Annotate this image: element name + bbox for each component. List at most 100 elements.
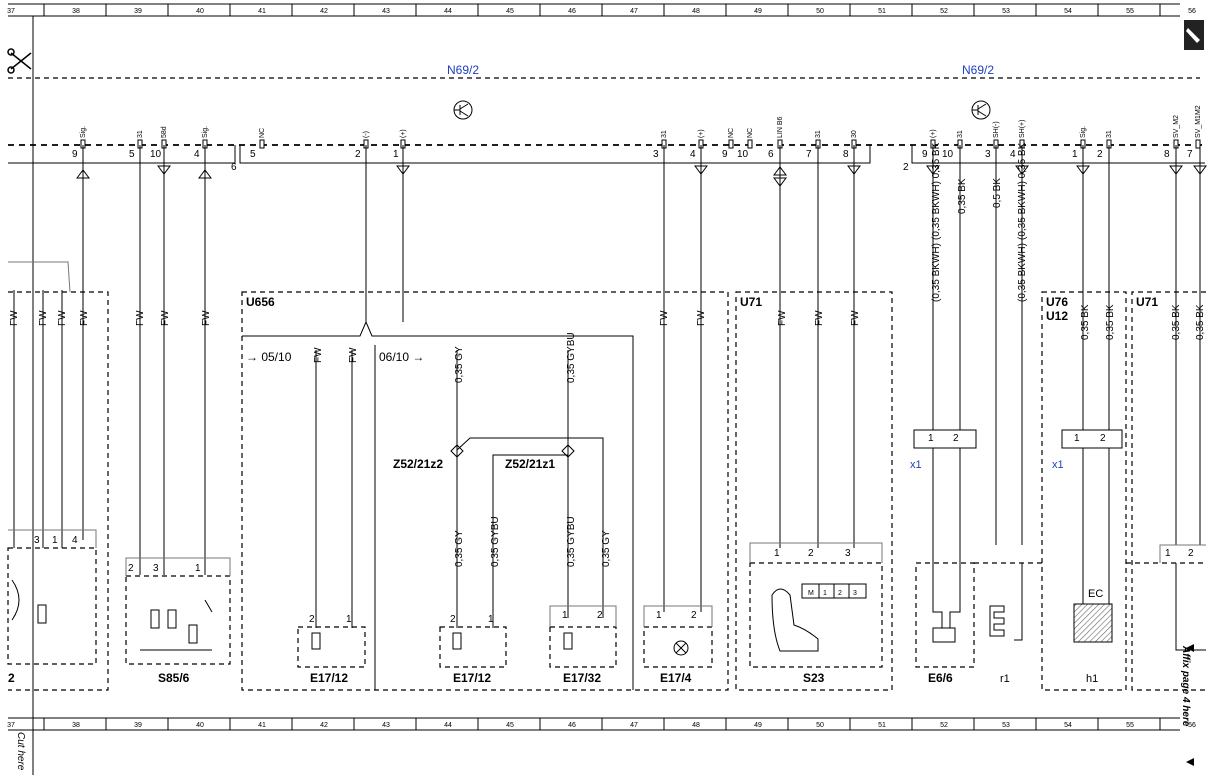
wire-color-label: FW [777, 310, 788, 326]
splice-label: Z52/21z2 [393, 457, 443, 471]
header-pin-number: 4 [194, 149, 200, 160]
signal-label: 30 [851, 130, 858, 138]
wire-color-label: FW [659, 310, 670, 326]
signal-label: Sig. [80, 126, 87, 138]
grid-number: 43 [382, 722, 390, 729]
wire-color-label: 0,35 BK [1105, 304, 1116, 340]
grid-number: 43 [382, 8, 390, 15]
transistor-icon [453, 100, 473, 120]
grid-number: 52 [940, 722, 948, 729]
signal-label: 31 [815, 130, 822, 138]
wire-color-label: 0,35 GY [601, 530, 612, 567]
signal-label: LIN B6 [777, 116, 784, 138]
signal-label: NC [747, 128, 754, 138]
signal-label: 31 [137, 130, 144, 138]
signal-label: (+) [930, 129, 937, 138]
wire-color-label: FW [696, 310, 707, 326]
wire-color-label: FW [9, 310, 20, 326]
header-pin-number: 2 [1097, 149, 1103, 160]
component-pin-number: 4 [72, 535, 78, 546]
connectors [913, 429, 1123, 604]
header-pin-number: 9 [72, 149, 78, 160]
signal-label: 58d [161, 126, 168, 138]
grid-number: 45 [506, 8, 514, 15]
component-pin-number: 2 [953, 433, 959, 444]
header-pin-number: 3 [653, 149, 659, 160]
header-pin-number: 1 [1072, 149, 1078, 160]
signal-label: SV_M2 [1173, 115, 1180, 138]
transistor-icon [971, 100, 991, 120]
component-pin-number: 1 [488, 614, 494, 625]
grid-number: 42 [320, 722, 328, 729]
component-pin-number: 2 [128, 563, 134, 574]
grid-number: 54 [1064, 8, 1072, 15]
terminal-stub [259, 139, 265, 149]
u656-wiring [315, 350, 604, 628]
marker-icon [1184, 20, 1204, 50]
grid-number: 53 [1002, 722, 1010, 729]
wire-color-label: (0,35 BKWH) [1017, 243, 1028, 302]
grid-number: 41 [258, 8, 266, 15]
grid-number: 53 [1002, 8, 1010, 15]
component-label-h1: h1 [1086, 673, 1098, 685]
signal-label: 31 [1106, 130, 1113, 138]
wire-color-label: FW [160, 310, 171, 326]
component-pin-number: 1 [774, 548, 780, 559]
component-pin-number: 2 [691, 610, 697, 621]
seat-switch-key: 3 [853, 590, 857, 597]
wire-color-label: 0,5 BK [992, 178, 1003, 208]
grid-number: 44 [444, 8, 452, 15]
wire-color-label: 0,35 BK [957, 178, 968, 214]
grid-number: 37 [7, 722, 15, 729]
wire-color-label: 0,35 GYBU [566, 516, 577, 567]
control-unit-label: N69/2 [962, 63, 994, 77]
grid-number: 38 [72, 8, 80, 15]
direction-arrow-icons [76, 165, 1207, 187]
component-pin-number: 1 [1165, 548, 1171, 559]
wire-color-label: 0,35 GYBU [490, 516, 501, 567]
wire-color-label: FW [135, 310, 146, 326]
component-pin-number: 1 [1074, 433, 1080, 444]
wire-color-label: FW [79, 310, 90, 326]
grid-number: 48 [692, 722, 700, 729]
wire-color-label: (0,35 BKWH) 0,35 BK [931, 142, 942, 240]
wire-color-label: 0,35 BK [1171, 304, 1182, 340]
component-pin-number: 1 [656, 610, 662, 621]
signal-label: SV_M1M2 [1195, 105, 1202, 138]
grid-number: 41 [258, 722, 266, 729]
signal-label: NC [259, 128, 266, 138]
component-label-e17-12: E17/12 [453, 671, 491, 685]
wire-color-label: FW [850, 310, 861, 326]
wire-color-label: 0,35 GY [454, 346, 465, 383]
terminal-stub [1195, 139, 1201, 149]
component-pin-number: 1 [195, 563, 201, 574]
header-pin-number: 3 [985, 149, 991, 160]
header-pin-number: 7 [806, 149, 812, 160]
grid-number: 40 [196, 722, 204, 729]
component-pin-number: 2 [597, 610, 603, 621]
module-boxes [8, 291, 1206, 691]
grid-number: 40 [196, 8, 204, 15]
module-label-u76: U76 [1046, 295, 1068, 309]
control-unit-label: N69/2 [447, 63, 479, 77]
signal-label: SH(+) [1019, 120, 1026, 138]
grid-number: 49 [754, 8, 762, 15]
header-pin-number: 1 [393, 149, 399, 160]
grid-number: 55 [1126, 8, 1134, 15]
component-pin-number: 2 [808, 548, 814, 559]
wire-color-label: FW [38, 310, 49, 326]
header-pin-number: 8 [843, 149, 849, 160]
wire-color-label: FW [313, 347, 324, 363]
grid-number: 54 [1064, 722, 1072, 729]
component-pin-number: 1 [346, 614, 352, 625]
affix-page-text: Affix page 4 here [1180, 645, 1191, 727]
header-pin-number: 9 [922, 149, 928, 160]
wire-color-label: 0,35 GY [454, 530, 465, 567]
signal-label: (-) [363, 131, 370, 138]
